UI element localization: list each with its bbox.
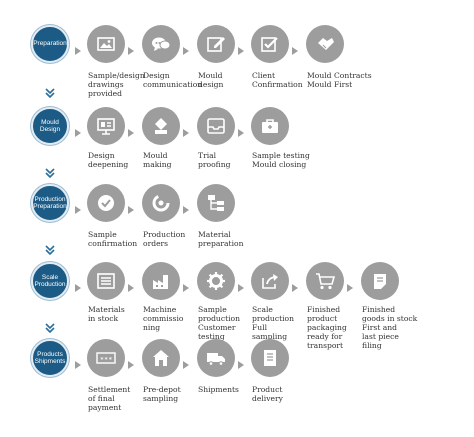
tray-icon [205,115,227,137]
spinner-icon [150,192,172,214]
chevron-right-icon [75,122,81,137]
step-label: Trial proofing [198,151,231,169]
toolbox-icon [259,115,281,137]
step-label: Design communication [143,71,203,89]
step-label: Sample production Customer testing [198,305,241,341]
check-circle-icon [95,192,117,214]
step-label: Production orders [143,230,186,248]
step-label: Client Confirmation [252,71,303,89]
image-step [87,25,125,63]
stage-circle: Products Shipments [31,339,69,377]
document-icon [259,347,281,369]
factory-icon [150,270,172,292]
handshake-step [306,25,344,63]
down-arrow-icon [45,164,55,179]
cart-icon [314,270,336,292]
chat-bubbles-icon [150,33,172,55]
down-arrow-icon [45,241,55,256]
svg-text:∗∗∗: ∗∗∗ [100,356,113,362]
chat-bubbles-step [142,25,180,63]
note-step [361,262,399,300]
step-label: Sample confirmation [88,230,138,248]
check-circle-step [87,184,125,222]
edit-icon [205,33,227,55]
step-label: Machine commissio ning [143,305,184,332]
step-label: Shipments [198,385,239,394]
chevron-right-icon [183,40,189,55]
chevron-right-icon [238,40,244,55]
chevron-right-icon [128,40,134,55]
gear-icon [205,270,227,292]
spinner-step [142,184,180,222]
step-label: Finished goods in stock First and last p… [362,305,418,350]
gear-step [197,262,235,300]
chevron-right-icon [347,277,353,292]
chevron-right-icon [238,354,244,369]
handshake-icon [314,33,336,55]
tray-step [197,107,235,145]
list-step [87,262,125,300]
chevron-right-icon [75,354,81,369]
note-icon [369,270,391,292]
checkbox-step [251,25,289,63]
image-icon [95,33,117,55]
cart-step [306,262,344,300]
stage-circle: Scale Production [31,262,69,300]
stage-circle: Production Preparation [31,184,69,222]
mould-step [142,107,180,145]
house-icon [150,347,172,369]
step-label: Pre-depot sampling [143,385,181,403]
chevron-right-icon [292,40,298,55]
step-label: Product delivery [252,385,283,403]
step-label: Materials in stock [88,305,125,323]
house-step [142,339,180,377]
chevron-right-icon [292,277,298,292]
truck-icon [205,347,227,369]
share-icon [259,270,281,292]
toolbox-step [251,107,289,145]
chevron-right-icon [75,40,81,55]
step-label: Material preparation [198,230,244,248]
stage-circle: Preparation [31,25,69,63]
step-label: Mould Contracts Mould First [307,71,372,89]
document-step [251,339,289,377]
step-label: Mould design [198,71,224,89]
step-label: Sample/design drawings provided [88,71,145,98]
chevron-right-icon [183,122,189,137]
chevron-right-icon [75,199,81,214]
chevron-right-icon [238,122,244,137]
chevron-right-icon [128,199,134,214]
chevron-right-icon [238,277,244,292]
chevron-right-icon [183,277,189,292]
factory-step [142,262,180,300]
chevron-right-icon [75,277,81,292]
list-icon [95,270,117,292]
chevron-right-icon [183,354,189,369]
mould-icon [150,115,172,137]
chevron-right-icon [183,199,189,214]
presentation-step [87,107,125,145]
truck-step [197,339,235,377]
hierarchy-icon [205,192,227,214]
hierarchy-step [197,184,235,222]
ticket-icon: ∗∗∗ [95,347,117,369]
step-label: Finished product packaging ready for tra… [307,305,347,350]
step-label: Design deepening [88,151,129,169]
checkbox-icon [259,33,281,55]
step-label: Scale production Full sampling [252,305,295,341]
chevron-right-icon [128,122,134,137]
ticket-step: ∗∗∗ [87,339,125,377]
down-arrow-icon [45,84,55,99]
presentation-icon [95,115,117,137]
step-label: Settlement of final payment [88,385,131,412]
chevron-right-icon [128,277,134,292]
stage-circle: Mould Design [31,107,69,145]
share-step [251,262,289,300]
chevron-right-icon [128,354,134,369]
step-label: Sample testing Mould closing [252,151,310,169]
step-label: Mould making [143,151,172,169]
down-arrow-icon [45,319,55,334]
edit-step [197,25,235,63]
